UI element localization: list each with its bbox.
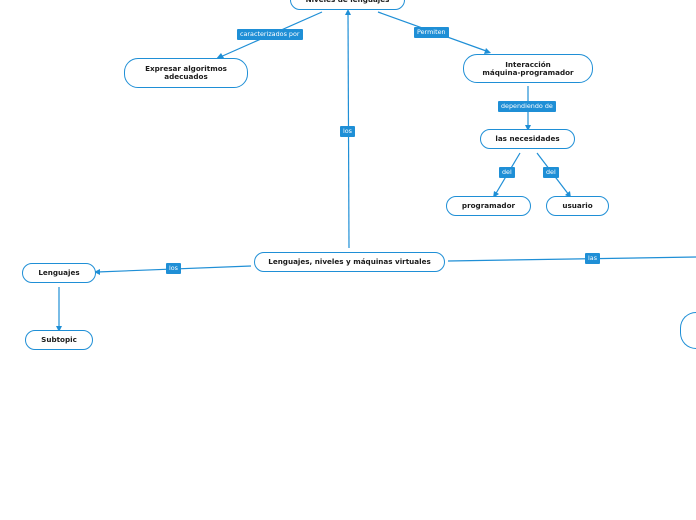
node-usuario[interactable]: usuario (546, 196, 609, 216)
arrowhead-subtopic (56, 326, 62, 332)
edge-label-los-niveles: los (340, 126, 356, 137)
node-interaccion-maquina-programador[interactable]: Interacción máquina-programador (463, 54, 593, 83)
arrowhead-necesidades (525, 125, 531, 131)
edge-label-las: las (585, 253, 601, 264)
node-expresar-algoritmos[interactable]: Expresar algoritmos adecuados (124, 58, 248, 88)
edge-label-los-lenguajes: los (166, 263, 182, 274)
edge-central-offscreen (447, 256, 696, 262)
arrowhead-lenguajes (94, 269, 100, 275)
arrowhead-interaccion (484, 48, 491, 54)
edge-label-del-programador: del (499, 167, 515, 178)
node-subtopic[interactable]: Subtopic (25, 330, 93, 350)
node-programador[interactable]: programador (446, 196, 531, 216)
edge-label-del-usuario: del (543, 167, 559, 178)
edge-label-permiten: Permiten (414, 27, 449, 38)
node-niveles-de-lenguajes[interactable]: Niveles de lenguajes (290, 0, 405, 10)
arrowhead-niveles (345, 9, 351, 15)
node-central-topic[interactable]: Lenguajes, niveles y máquinas virtuales (254, 252, 445, 272)
arrowhead-expresar (216, 53, 224, 59)
node-lenguajes[interactable]: Lenguajes (22, 263, 96, 283)
edge-label-dependiendo-de: dependiendo de (498, 101, 556, 112)
node-las-necesidades[interactable]: las necesidades (480, 129, 575, 149)
edge-label-caracterizados-por: caracterizados por (237, 29, 303, 40)
